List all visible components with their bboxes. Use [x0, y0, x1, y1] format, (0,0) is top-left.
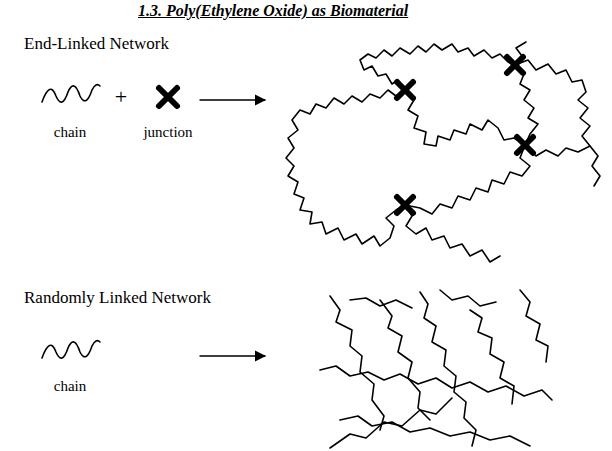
network-chain: [380, 300, 430, 420]
chain-symbol: [42, 341, 100, 358]
network-chain: [440, 290, 496, 306]
network-chain: [320, 366, 552, 400]
junction-symbol: [517, 137, 533, 153]
network-chain: [340, 416, 530, 446]
network-chain: [520, 290, 548, 362]
network-chain: [350, 298, 412, 308]
junction-symbol: [397, 197, 413, 213]
junction-symbol: [397, 82, 413, 98]
plus-sign: +: [115, 84, 127, 110]
network-chain: [405, 145, 530, 214]
section-heading: End-Linked Network: [24, 34, 169, 54]
network-chain: [360, 44, 515, 90]
page-header: 1.3. Poly(Ethylene Oxide) as Biomaterial: [138, 2, 408, 20]
junction-symbol: [507, 57, 523, 73]
network-chain: [515, 60, 590, 156]
random-network: [320, 290, 552, 448]
network-chain: [330, 398, 452, 448]
network-chain: [515, 65, 538, 145]
network-chain: [286, 90, 405, 246]
component-label: chain: [54, 124, 86, 141]
component-label: chain: [54, 378, 86, 395]
end-linked-network: [286, 42, 600, 262]
network-chain: [405, 90, 525, 146]
network-chain: [405, 205, 500, 262]
junction-symbol: [159, 88, 177, 106]
network-chain: [330, 296, 384, 430]
component-label: junction: [143, 124, 192, 141]
reaction-arrow: [200, 99, 265, 100]
section-heading: Randomly Linked Network: [24, 288, 211, 308]
dangling-chain: [590, 146, 600, 186]
network-chain: [420, 292, 476, 446]
reaction-arrow: [200, 355, 265, 356]
chain-symbol: [42, 85, 100, 102]
